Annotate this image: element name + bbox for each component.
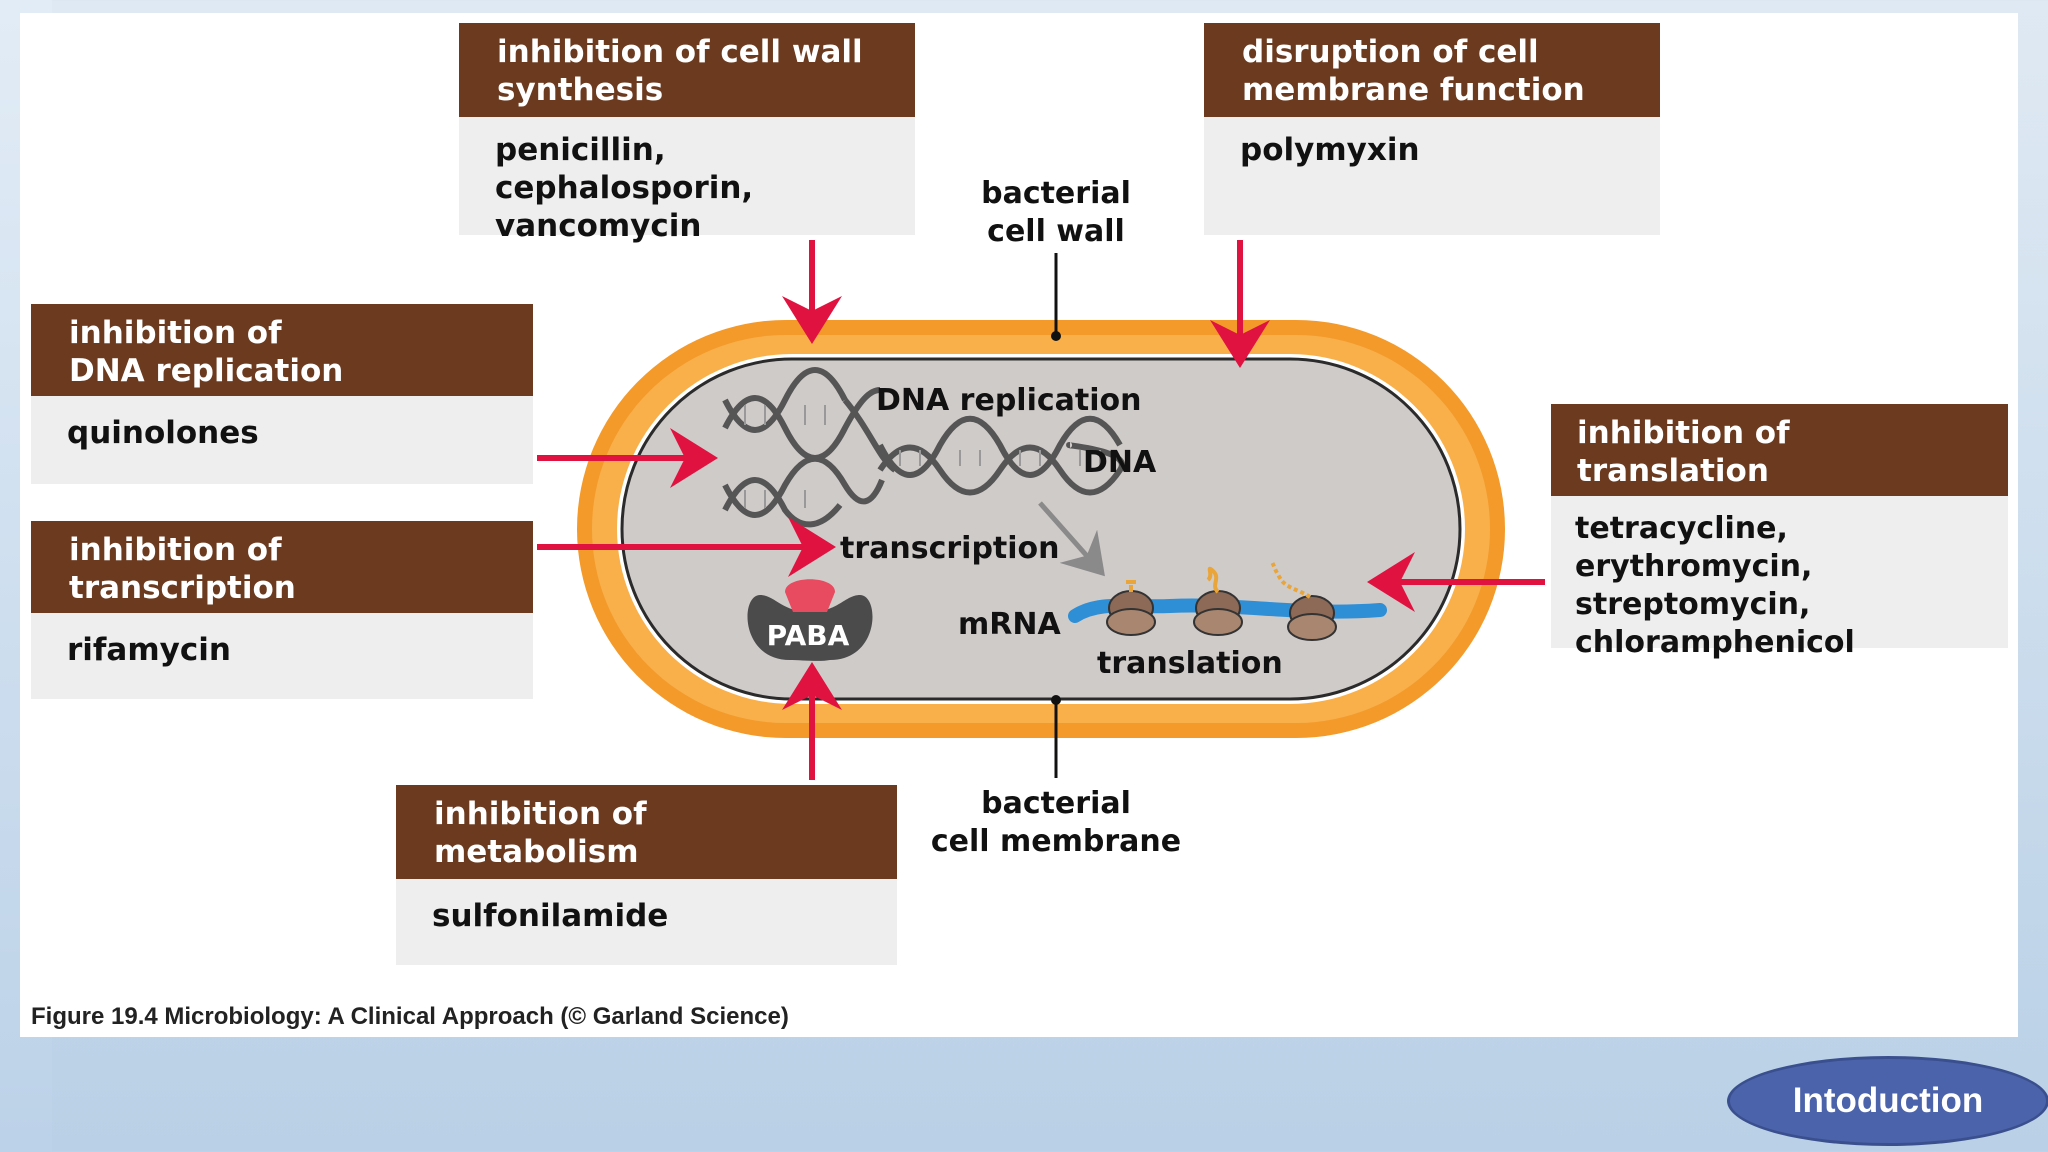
box-translation: inhibition of translation tetracycline, … — [1551, 404, 2008, 660]
ribosome — [1270, 561, 1337, 641]
ribosome — [1106, 580, 1156, 636]
paba-enzyme — [747, 595, 873, 661]
box-drugs: rifamycin — [31, 613, 533, 699]
box-heading: inhibition of translation — [1551, 404, 2008, 496]
box-drugs: quinolones — [31, 396, 533, 484]
box-heading: disruption of cell membrane function — [1204, 23, 1660, 117]
ribosome — [1193, 566, 1243, 636]
translation-label: translation — [1097, 646, 1283, 681]
box-transcription: inhibition of transcription rifamycin — [31, 521, 533, 699]
mrna-label: mRNA — [958, 607, 1061, 642]
box-heading: inhibition of cell wall synthesis — [459, 23, 915, 117]
paba-label: PABA — [767, 619, 850, 652]
box-membrane-function: disruption of cell membrane function pol… — [1204, 23, 1660, 235]
paba-molecule — [785, 579, 835, 612]
box-heading: inhibition of DNA replication — [31, 304, 533, 396]
wall-label-line2: cell wall — [987, 214, 1125, 249]
box-drugs: polymyxin — [1204, 117, 1660, 235]
dna-replication-label: DNA replication — [876, 383, 1141, 418]
box-drugs: sulfonilamide — [396, 879, 897, 965]
dna-label: DNA — [1083, 445, 1157, 480]
wall-label-line1: bacterial — [981, 176, 1131, 211]
box-heading: inhibition of metabolism — [396, 785, 897, 879]
dna-helix-main — [877, 415, 1125, 496]
introduction-button[interactable]: Intoduction — [1727, 1056, 2048, 1146]
figure-caption: Figure 19.4 Microbiology: A Clinical App… — [31, 1003, 789, 1030]
membrane-label-line1: bacterial — [981, 786, 1131, 821]
box-drugs: tetracycline, erythromycin, streptomycin… — [1551, 496, 2008, 660]
box-cell-wall-synthesis: inhibition of cell wall synthesis penici… — [459, 23, 915, 244]
dna-rungs — [744, 405, 1101, 508]
box-dna-replication: inhibition of DNA replication quinolones — [31, 304, 533, 484]
introduction-button-label: Intoduction — [1792, 1081, 1984, 1120]
box-metabolism: inhibition of metabolism sulfonilamide — [396, 785, 897, 965]
transcription-flow-arrow — [1038, 501, 1105, 577]
box-heading: inhibition of transcription — [31, 521, 533, 613]
transcription-label: transcription — [840, 531, 1060, 566]
box-drugs: penicillin, cephalosporin, vancomycin — [459, 117, 915, 244]
membrane-pointer-dot — [1051, 695, 1061, 705]
membrane-label-line2: cell membrane — [931, 824, 1181, 859]
wall-pointer-dot — [1051, 331, 1061, 341]
